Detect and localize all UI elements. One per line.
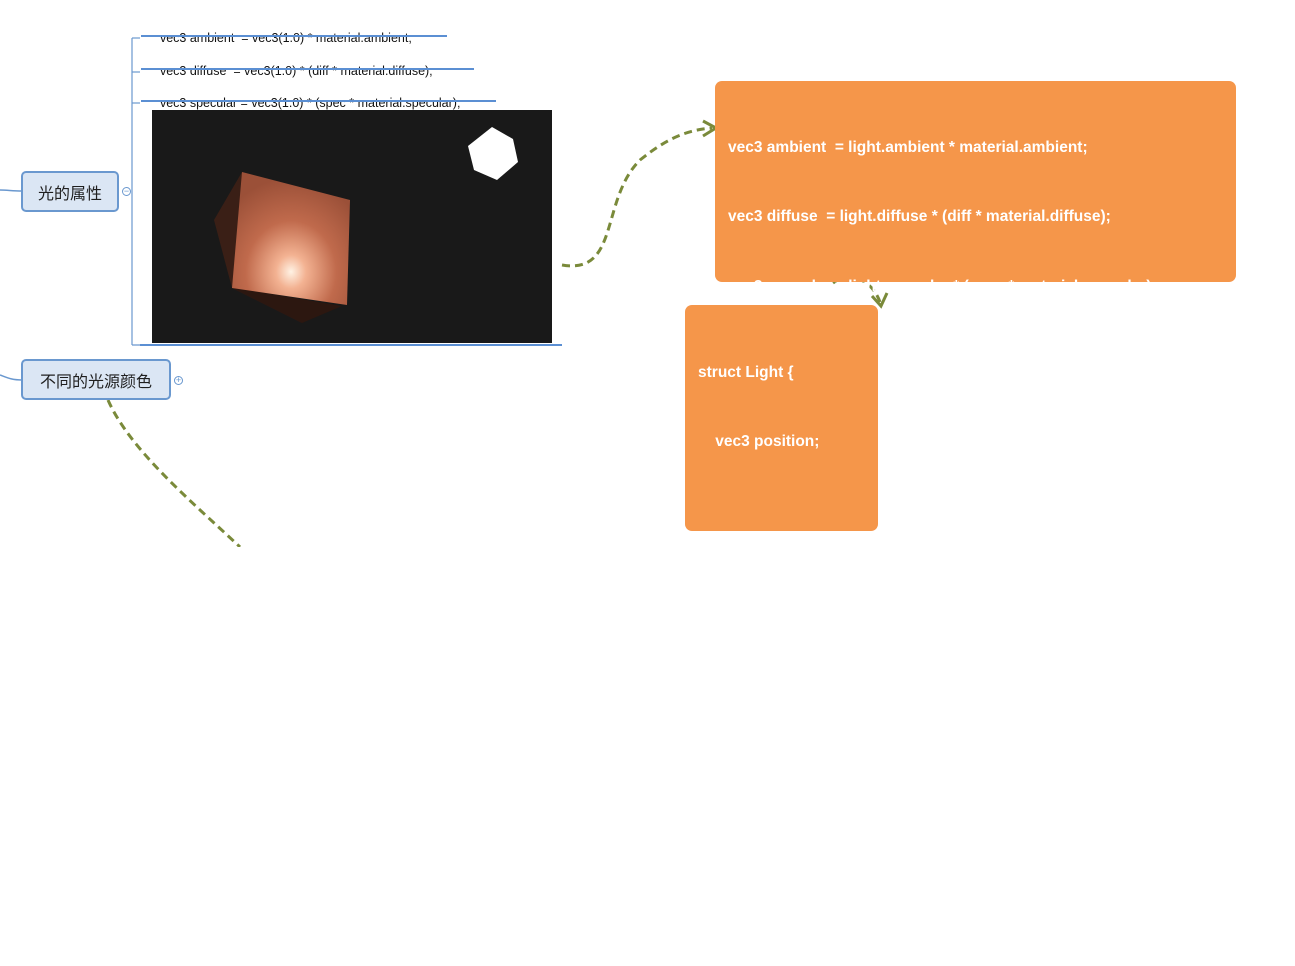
lit-cube-illustration	[214, 127, 518, 323]
subtopic-specular[interactable]: vec3 specular = vec3(1.0) * (spec * mate…	[141, 82, 496, 110]
subtopic-text: vec3 specular = vec3(1.0) * (spec * mate…	[159, 96, 461, 110]
topic-label: 光的属性	[37, 185, 102, 203]
code-line: vec3 diffuse;	[698, 642, 810, 660]
topic-light-properties[interactable]: 光的属性	[21, 171, 119, 212]
code-box-lighting: vec3 ambient = light.ambient * material.…	[715, 81, 1236, 645]
code-line	[698, 850, 878, 873]
collapse-toggle-icon[interactable]: −	[122, 186, 131, 196]
topic-light-colors[interactable]: 不同的光源颜色	[21, 359, 171, 400]
relation-arrow-down	[106, 399, 242, 547]
code-line: vec3 specular = light.specular * (spec *…	[728, 278, 1157, 296]
arrowhead-2	[870, 292, 889, 309]
code-line: vec3 ambient = light.ambient * material.…	[728, 138, 1088, 156]
cube-front-face	[232, 172, 350, 305]
code-line: vec3 position;	[698, 433, 820, 451]
code-line: uniform Light light;	[698, 922, 841, 940]
branch-line-light-properties	[0, 189, 23, 192]
mindmap-connectors	[0, 37, 889, 547]
subtopic-text: vec3 diffuse = vec3(1.0) * (diff * mater…	[159, 64, 433, 78]
code-line	[698, 500, 878, 523]
code-line: struct Light {	[698, 363, 794, 381]
relation-arrow-to-lighting-code	[561, 126, 713, 268]
subtopic-text: vec3 ambient = vec3(1.0) * material.ambi…	[159, 31, 412, 45]
topic-label: 不同的光源颜色	[39, 373, 152, 391]
code-line: vec3 ambient;	[698, 572, 819, 590]
render-preview-image	[152, 110, 552, 343]
code-line: };	[698, 782, 710, 800]
code-box-light-struct: struct Light { vec3 position; vec3 ambie…	[685, 305, 878, 939]
code-line: vec3 diffuse = light.diffuse * (diff * m…	[728, 208, 1111, 226]
light-source-hexagon	[468, 127, 518, 180]
code-line: vec3 specular;	[698, 712, 823, 730]
image-underline	[140, 344, 562, 346]
subtopic-diffuse[interactable]: vec3 diffuse = vec3(1.0) * (diff * mater…	[141, 50, 474, 78]
subtopic-ambient[interactable]: vec3 ambient = vec3(1.0) * material.ambi…	[141, 17, 447, 45]
expand-toggle-icon[interactable]: +	[174, 375, 183, 385]
branch-line-light-colors	[0, 374, 23, 381]
